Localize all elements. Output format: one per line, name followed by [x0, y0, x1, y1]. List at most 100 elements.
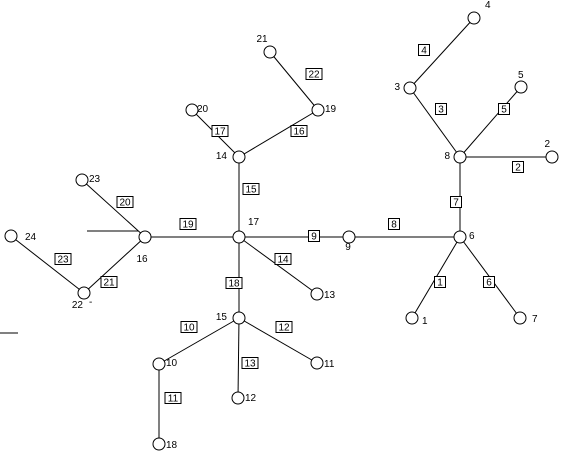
node-circle — [310, 356, 324, 370]
edge-label-text: 7 — [453, 198, 459, 209]
node-circle — [4, 229, 18, 243]
edge-21 — [83, 236, 146, 294]
edge-label-8: 8 — [388, 218, 400, 231]
node-label: 22 — [72, 300, 84, 311]
edge-label-box — [54, 253, 72, 265]
edge-label-19: 19 — [179, 218, 197, 231]
edge-label-17: 17 — [211, 125, 229, 138]
edge-label-box — [434, 276, 446, 288]
node-circle — [232, 150, 246, 164]
node-14: 14 — [216, 150, 246, 164]
node-circle — [231, 391, 245, 405]
edge-4 — [409, 17, 475, 89]
edge-label-14: 14 — [274, 253, 292, 266]
node-circle — [138, 230, 152, 244]
node-6: 6 — [453, 230, 475, 244]
node-label: 21 — [256, 34, 268, 45]
node-17: 17 — [232, 217, 260, 244]
edge-label-box — [179, 218, 197, 230]
node-9: 9 — [342, 230, 356, 253]
edge-label-text: 14 — [277, 255, 289, 266]
edge-label-5: 5 — [498, 103, 510, 116]
edge-label-16: 16 — [290, 125, 308, 138]
node-circle — [453, 230, 467, 244]
node-label: 9 — [345, 242, 351, 253]
edge-label-15: 15 — [242, 183, 260, 196]
node-circle — [232, 230, 246, 244]
edge-label-12: 12 — [275, 321, 293, 334]
edge-label-box — [242, 183, 260, 195]
edge-label-text: 19 — [182, 220, 194, 231]
edge-label-box — [180, 321, 198, 333]
node-circle — [405, 311, 419, 325]
node-circle — [403, 81, 417, 95]
node-24: 24 — [4, 229, 37, 243]
edge-label-21: 21 — [100, 276, 118, 289]
edge-label-text: 20 — [119, 198, 131, 209]
node-label: 10 — [166, 358, 178, 369]
edge-label-23: 23 — [54, 253, 72, 266]
edge-label-box — [305, 68, 323, 80]
node-8: 8 — [444, 150, 467, 164]
node-label: 3 — [394, 82, 400, 93]
node-circle — [467, 11, 481, 25]
node-label: 12 — [245, 393, 257, 404]
edge-label-box — [418, 44, 430, 56]
node-circle — [77, 286, 91, 300]
node-circle — [152, 437, 166, 451]
edge-label-text: 9 — [311, 232, 317, 243]
edge-label-box — [388, 218, 400, 230]
node-22: 22 — [72, 286, 91, 311]
node-label: 4 — [485, 0, 491, 11]
node-12: 12 — [231, 391, 257, 405]
node-3: 3 — [394, 81, 417, 95]
edge-label-text: 15 — [245, 185, 257, 196]
node-2: 2 — [544, 139, 559, 164]
edge-label-20: 20 — [116, 196, 134, 209]
node-label: 7 — [532, 314, 538, 325]
edge-label-9: 9 — [308, 230, 320, 243]
edge-label-text: 4 — [421, 46, 427, 57]
node-label: 13 — [324, 290, 336, 301]
node-circle — [342, 230, 356, 244]
edge-label-box — [100, 276, 118, 288]
edge-label-text: 10 — [183, 323, 195, 334]
edge-label-22: 22 — [305, 68, 323, 81]
node-label: 1 — [422, 316, 428, 327]
node-circle — [152, 357, 166, 371]
node-label: 18 — [166, 440, 178, 451]
edge-20 — [81, 179, 146, 238]
node-label: 17 — [248, 217, 260, 228]
edge-label-text: 6 — [486, 278, 492, 289]
edge-12 — [238, 317, 318, 364]
node-5: 5 — [514, 70, 528, 94]
edge-label-box — [116, 196, 134, 208]
node-7: 7 — [513, 311, 538, 325]
node-circle — [185, 103, 199, 117]
node-circle — [232, 311, 246, 325]
node-19: 19 — [311, 103, 337, 117]
edge-label-box — [225, 277, 243, 289]
edge-label-text: 21 — [103, 278, 115, 289]
edge-23 — [10, 235, 85, 294]
edge-label-text: 18 — [228, 279, 240, 290]
edge-22 — [269, 51, 319, 111]
node-15: 15 — [216, 311, 246, 325]
node-circle — [453, 150, 467, 164]
edge-label-text: 8 — [391, 220, 397, 231]
edge-label-18: 18 — [225, 277, 243, 290]
node-label: 5 — [518, 70, 524, 81]
stray-line-segments — [0, 230, 138, 334]
edge-label-13: 13 — [241, 357, 259, 370]
node-label: 2 — [544, 139, 550, 150]
node-label: 14 — [216, 151, 228, 162]
edge-label-text: 3 — [438, 105, 444, 116]
node-label: 23 — [89, 174, 101, 185]
edge-label-box — [164, 392, 182, 404]
node-11: 11 — [310, 356, 335, 370]
edge-3 — [409, 87, 461, 158]
stray-mark: - — [89, 297, 92, 308]
edge-label-text: 2 — [515, 163, 521, 174]
node-label: 11 — [324, 359, 335, 370]
